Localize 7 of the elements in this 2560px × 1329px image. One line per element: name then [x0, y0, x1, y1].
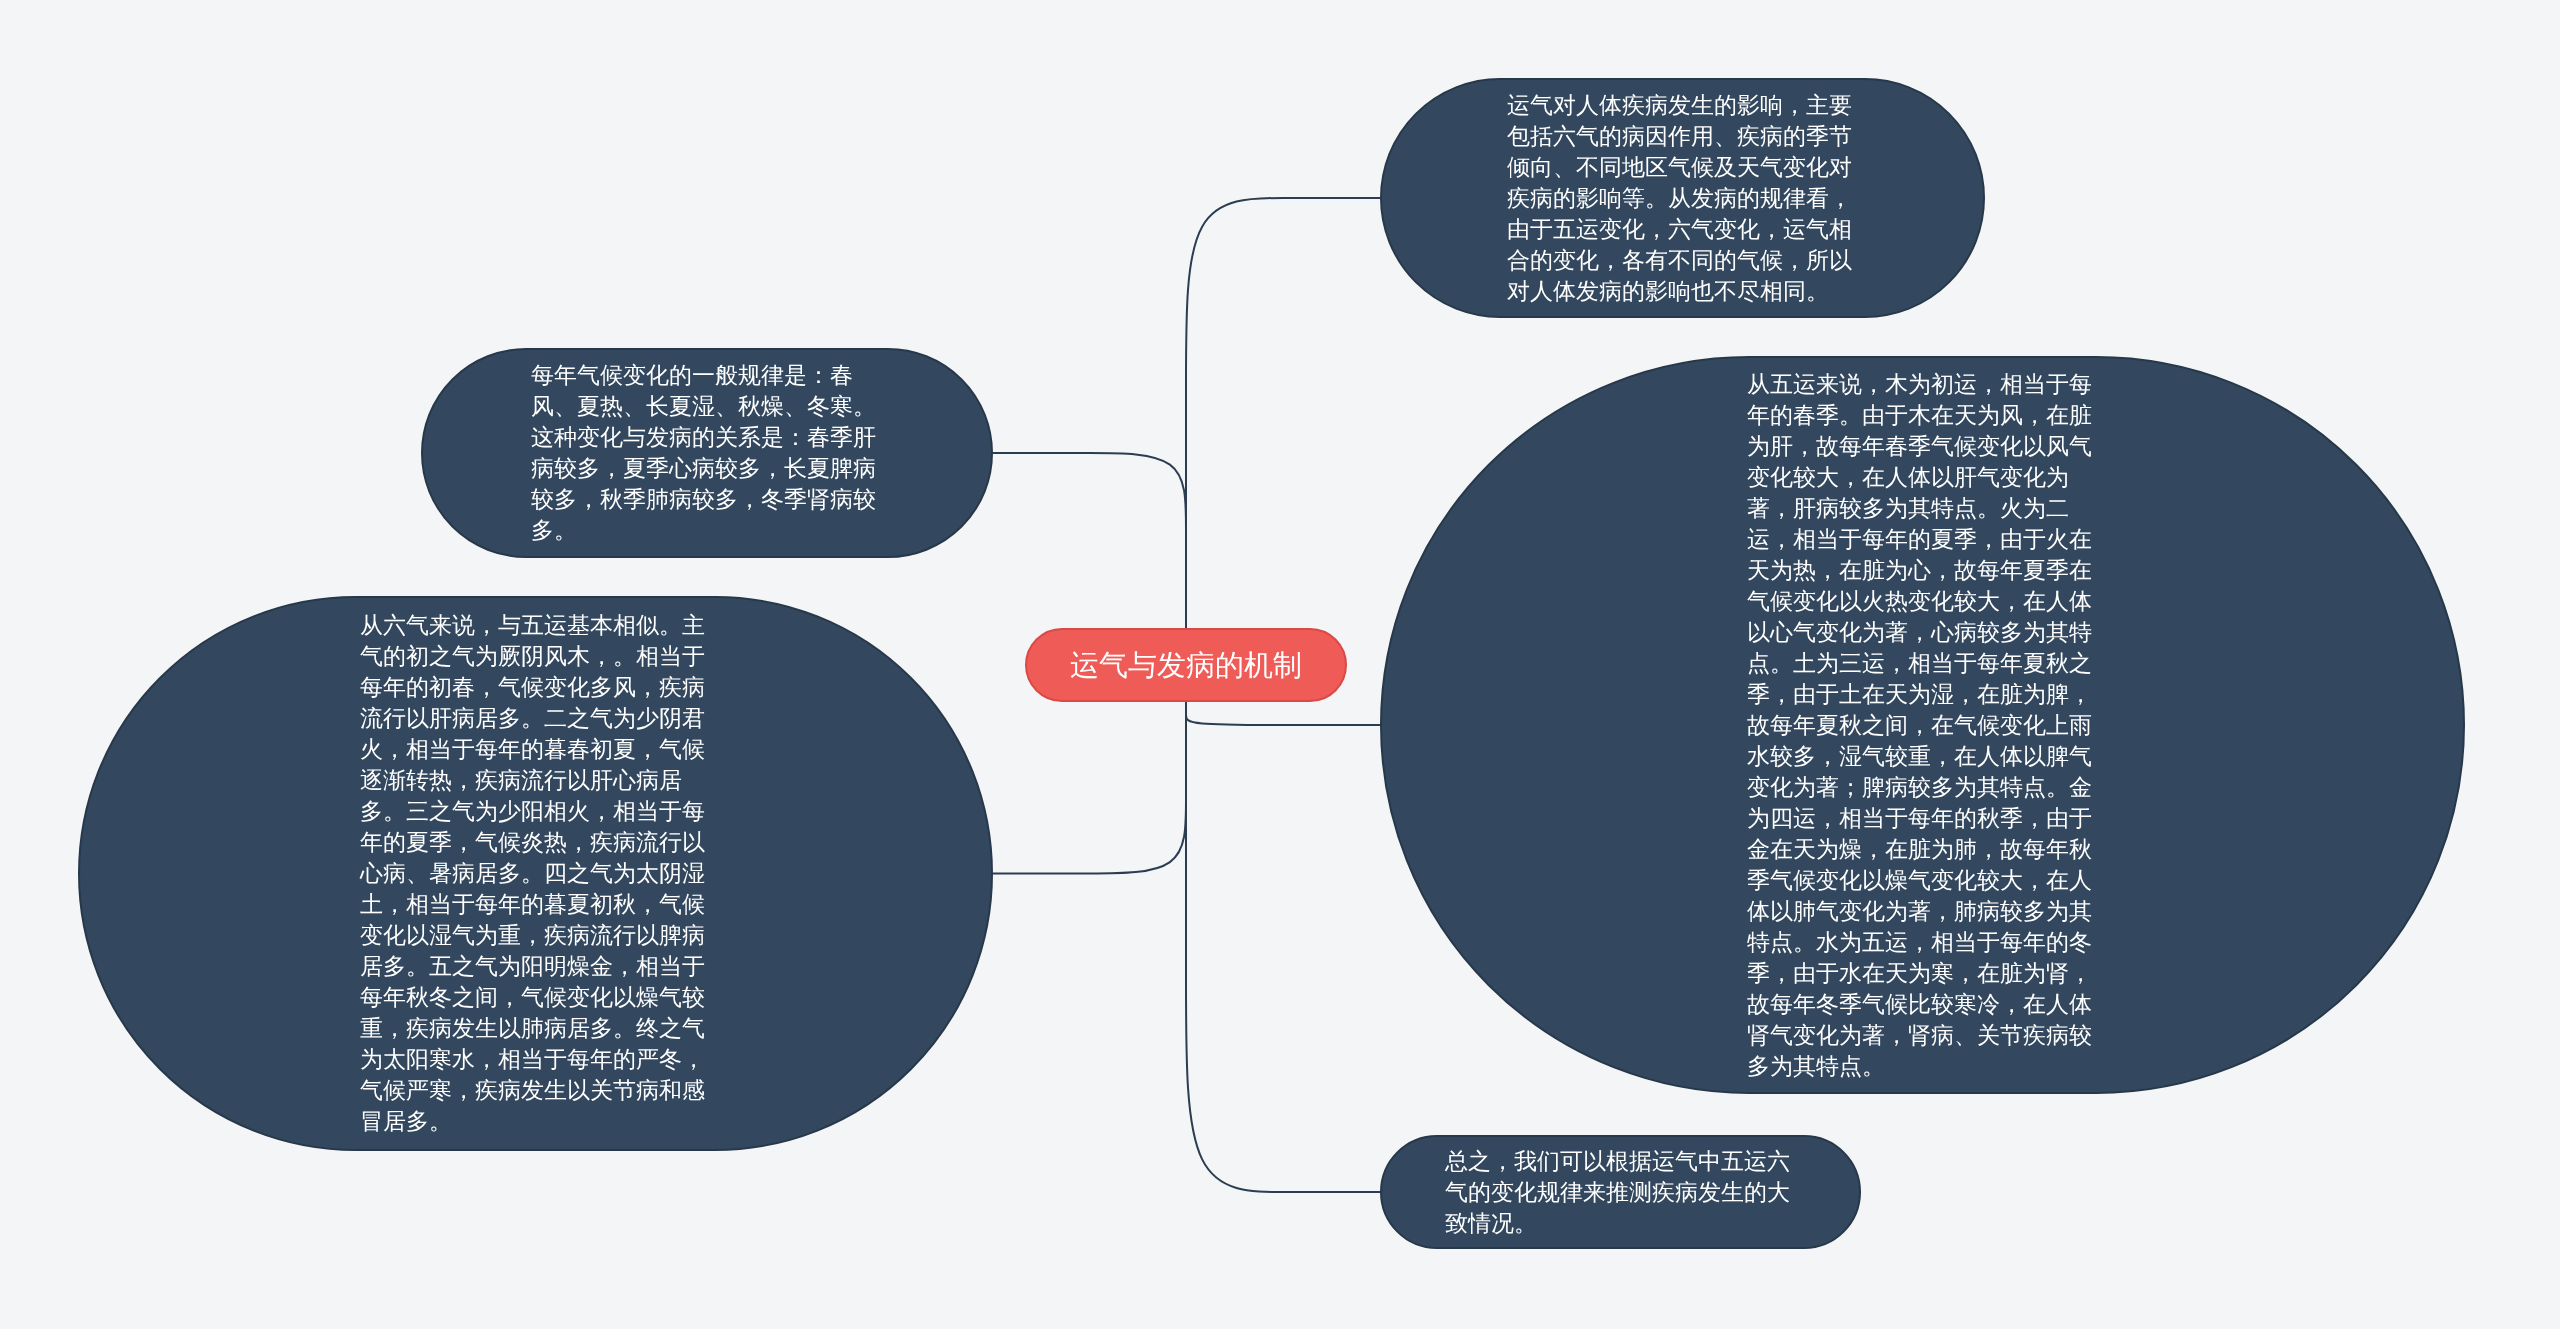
connector-line	[992, 452, 1187, 629]
topic-text: 每年气候变化的一般规律是：春风、夏热、长夏湿、秋燥、冬寒。这种变化与发病的关系是：春季肝病较多，夏季心病较多，长夏脾病较多，秋季肺病较多，冬季肾病较多。	[531, 361, 877, 545]
topic-text: 从六气来说，与五运基本相似。主气的初之气为厥阴风木，。相当于每年的初春，气候变化多风，疾病流行以肝病居多。二之气为少阴君火，相当于每年的暮春初夏，气候逐渐转热，疾病流行以肝心病居多。三之气为少阳相火，相当于每年的夏季，气候炎热，疾病流行以心病、暑病居多。四之气为太阴湿土，相当于每年的暮夏初秋，气候变化以湿气为重，疾病流行以脾病居多。五之气为阳明燥金，相当于每年秋冬之间，气候变化以燥气较重，疾病发生以肺病居多。终之气为太阳寒水，相当于每年的严冬，气候严寒，疾病发生以关节病和感冒居多。	[359, 611, 706, 1136]
topic-text: 从五运来说，木为初运，相当于每年的春季。由于木在天为风，在脏为肝，故每年春季气候变化以风气变化较大，在人体以肝气变化为著，肝病较多为其特点。火为二运，相当于每年的夏季，由于火在天为热，在脏为心，故每年夏季在气候变化以火热变化较大，在人体以心气变化为著，心病较多为其特点。土为三运，相当于每年夏秋之季，由于土在天为湿，在脏为脾，故每年夏秋之间，在气候变化上雨水较多，湿气较重，在人体以脾气变化为著；脾病较多为其特点。金为四运，相当于每年的秋季，由于金在天为燥，在脏为肺，故每年秋季气候变化以燥气变化较大，在人体以肺气变化为著，肺病较多为其特点。水为五运，相当于每年的冬季，由于水在天为寒，在脏为肾，故每年冬季气候比较寒冷，在人体肾气变化为著，肾病、关节疾病较多为其特点。	[1746, 369, 2093, 1081]
topic-text: 运气对人体疾病发生的影响，主要包括六气的病因作用、疾病的季节倾向、不同地区气候及天气变化对疾病的影响等。从发病的规律看，由于五运变化，六气变化，运气相合的变化，各有不同的气候，所以对人体发病的影响也不尽相同。	[1506, 90, 1853, 306]
topic-title: 运气与发病的机制	[1070, 647, 1302, 683]
topic-text: 总之，我们可以根据运气中五运六气的变化规律来推测疾病发生的大致情况。	[1444, 1146, 1791, 1238]
